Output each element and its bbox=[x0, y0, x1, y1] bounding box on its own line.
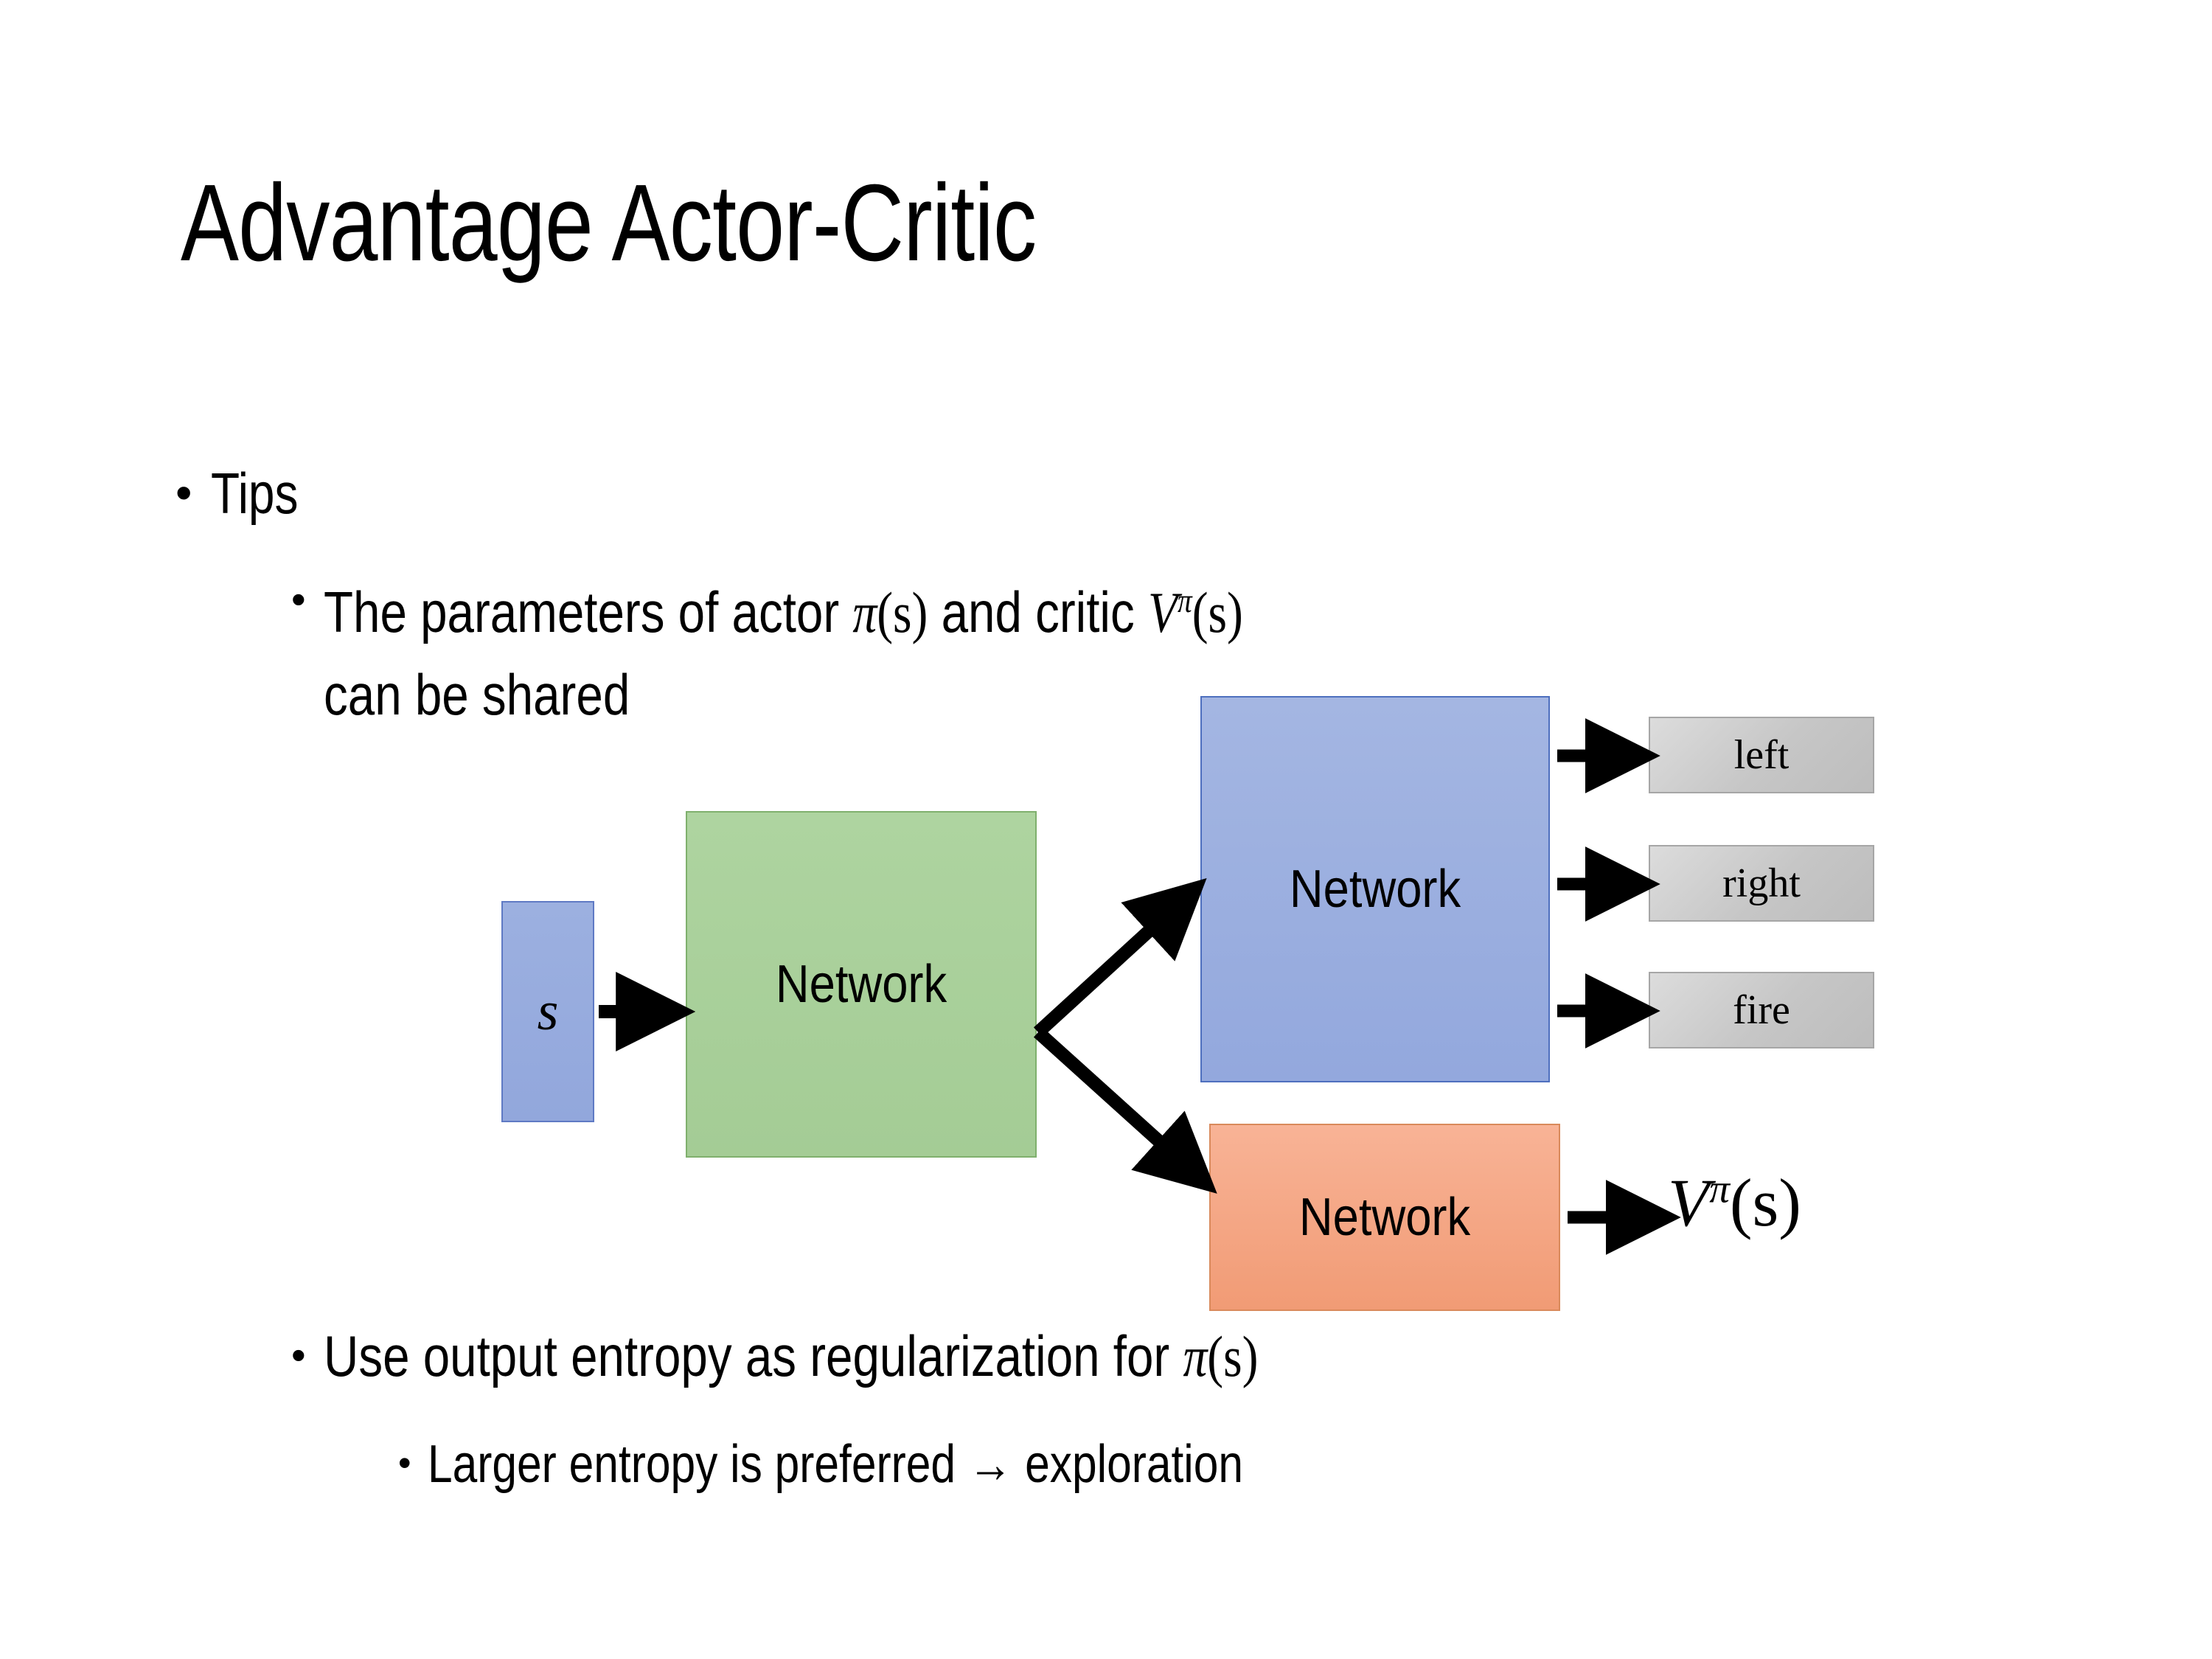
v-argument: (s) bbox=[1192, 580, 1243, 644]
bullet-entropy-regularization: • Use output entropy as regularization f… bbox=[291, 1327, 1436, 1385]
action-box-left: left bbox=[1649, 717, 1874, 793]
actor-network-label: Network bbox=[1289, 860, 1461, 919]
bullet-tips-label: Tips bbox=[211, 461, 299, 526]
v-superscript-pi: π bbox=[1709, 1166, 1730, 1211]
pi-symbol: π bbox=[1183, 1324, 1207, 1388]
math-critic-v: Vπ(s) bbox=[1148, 580, 1243, 644]
v-symbol: V bbox=[1668, 1165, 1710, 1240]
math-actor-pi: π(s) bbox=[852, 580, 928, 644]
actor-network-box: Network bbox=[1200, 696, 1550, 1082]
text-fragment: and critic bbox=[927, 580, 1148, 644]
text-fragment: The parameters of actor bbox=[323, 580, 853, 644]
critic-network-label: Network bbox=[1298, 1188, 1471, 1247]
bullet-shared-parameters-line2: can be shared bbox=[323, 661, 630, 727]
v-argument: (s) bbox=[1729, 1165, 1801, 1240]
action-label: right bbox=[1722, 860, 1801, 906]
bullet-shared-parameters: • The parameters of actor π(s) and criti… bbox=[291, 571, 1798, 736]
action-box-fire: fire bbox=[1649, 972, 1874, 1048]
state-input-box: s bbox=[501, 901, 594, 1122]
action-label: fire bbox=[1733, 987, 1790, 1033]
text-fragment: Use output entropy as regularization for bbox=[323, 1324, 1183, 1388]
critic-output-value-label: Vπ(s) bbox=[1668, 1164, 1801, 1242]
bullet-tips: • Tips bbox=[175, 465, 318, 522]
v-symbol: V bbox=[1147, 580, 1178, 644]
bullet-dot-icon: • bbox=[398, 1442, 411, 1484]
pi-symbol: π bbox=[852, 580, 877, 644]
v-superscript-pi: π bbox=[1177, 582, 1192, 620]
arrow-shared-to-actor bbox=[1033, 877, 1207, 1037]
page-title: Advantage Actor-Critic bbox=[181, 162, 1037, 284]
bullet-larger-entropy-label: Larger entropy is preferred → exploratio… bbox=[427, 1435, 1243, 1494]
pi-argument: (s) bbox=[876, 580, 928, 644]
bullet-entropy-text: Use output entropy as regularization for… bbox=[324, 1327, 1258, 1385]
pi-argument: (s) bbox=[1206, 1324, 1259, 1388]
math-pi: π(s) bbox=[1183, 1324, 1258, 1388]
state-label: s bbox=[537, 981, 559, 1042]
action-label: left bbox=[1733, 732, 1790, 778]
arrow-shared-to-critic bbox=[1033, 1027, 1217, 1194]
critic-network-box: Network bbox=[1209, 1124, 1560, 1311]
shared-network-box: Network bbox=[686, 811, 1037, 1158]
bullet-larger-entropy: • Larger entropy is preferred → explorat… bbox=[398, 1438, 1398, 1491]
bullet-dot-icon: • bbox=[175, 466, 192, 519]
action-box-right: right bbox=[1649, 845, 1874, 922]
bullet-dot-icon: • bbox=[291, 1332, 306, 1378]
bullet-dot-icon: • bbox=[291, 576, 306, 622]
shared-network-label: Network bbox=[775, 955, 947, 1014]
bullet-shared-parameters-text: The parameters of actor π(s) and critic … bbox=[324, 571, 1562, 736]
